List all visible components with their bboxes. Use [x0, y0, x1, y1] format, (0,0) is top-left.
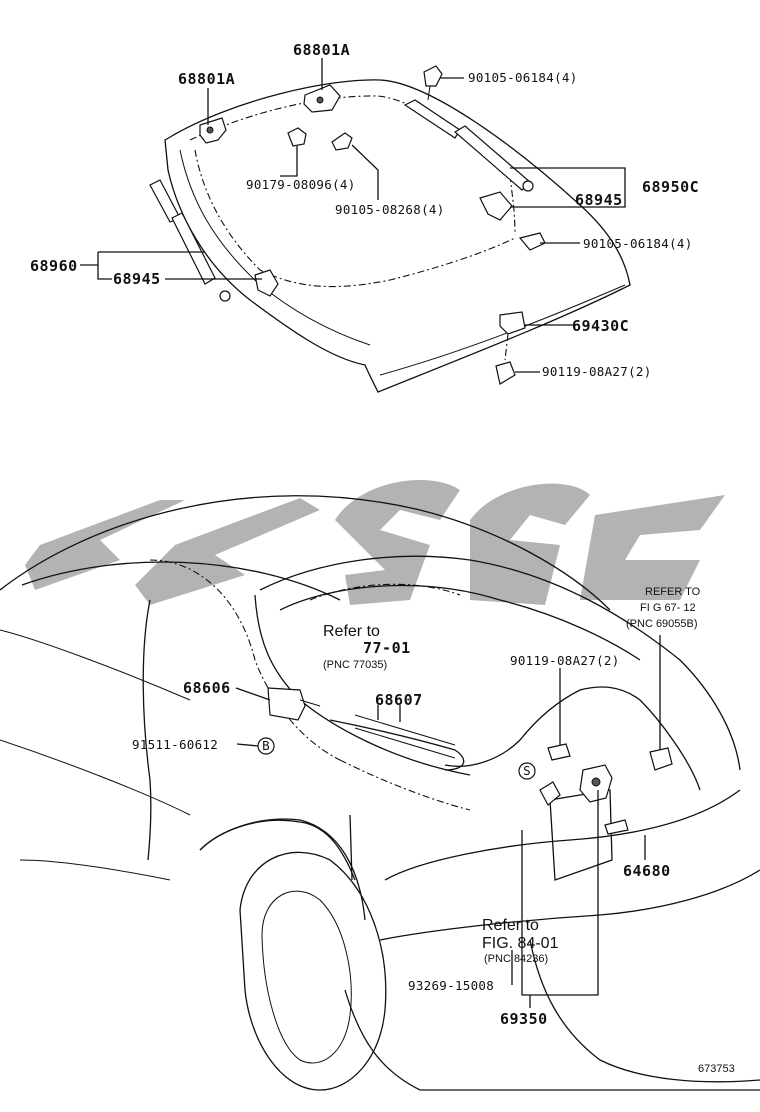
label-64680: 64680	[623, 862, 671, 880]
striker-69430C	[499, 311, 526, 335]
nut-90179	[287, 127, 307, 147]
symbol-S: S	[523, 763, 531, 778]
handle-68606	[267, 687, 321, 721]
label-68960: 68960	[30, 257, 78, 275]
label-91511-60612: 91511-60612	[132, 737, 218, 752]
label-90105-06184-top: 90105-06184(4)	[468, 70, 578, 85]
gas-strut-left	[149, 179, 231, 302]
label-68950C: 68950C	[642, 178, 699, 196]
refer-84-line1: Refer to	[482, 917, 539, 934]
refer-77-line2: 77-01	[363, 639, 411, 657]
lock-bracket	[649, 747, 673, 771]
trunk-lid-drawing	[164, 79, 631, 393]
label-68801A-top: 68801A	[293, 41, 350, 59]
label-93269-15008: 93269-15008	[408, 978, 494, 993]
label-68945-left: 68945	[113, 270, 161, 288]
bracket-68945-left	[254, 269, 279, 297]
bolt-90119-08A27-bottom	[547, 743, 571, 761]
symbol-B: B	[262, 738, 270, 753]
label-90105-06184-mid: 90105-06184(4)	[583, 236, 693, 251]
label-90119-08A27-top: 90119-08A27(2)	[542, 364, 652, 379]
clip	[539, 781, 561, 806]
refer-84-line3: (PNC 84236)	[484, 953, 548, 965]
watermark	[25, 480, 725, 605]
label-68801A-left: 68801A	[178, 70, 235, 88]
bolt-90105-06184-top	[423, 65, 443, 87]
label-90119-08A27-bottom: 90119-08A27(2)	[510, 653, 620, 668]
symbol-S-circle	[518, 762, 536, 780]
label-68607: 68607	[375, 691, 423, 709]
label-69430C: 69430C	[572, 317, 629, 335]
refer-77-line3: (PNC 77035)	[323, 659, 387, 671]
label-68606: 68606	[183, 679, 231, 697]
bolt-90105-06184-mid	[518, 232, 546, 251]
bolt-90119-08A27-top	[495, 361, 516, 385]
gas-strut-right	[403, 99, 534, 192]
label-90105-08268: 90105-08268(4)	[335, 202, 445, 217]
refer-fig67-line2: FI G 67- 12	[640, 602, 696, 614]
refer-fig67-line1: REFER TO	[645, 586, 701, 598]
label-90179-08096: 90179-08096(4)	[246, 177, 356, 192]
diagram-id: 673753	[698, 1063, 735, 1075]
label-68945-right: 68945	[575, 191, 623, 209]
car-body-drawing	[0, 495, 760, 1091]
hinge-68801A-left	[199, 117, 227, 144]
leader-lines-top	[80, 58, 626, 373]
cylinder-69350	[579, 764, 613, 803]
refer-84-line2: FIG. 84-01	[482, 935, 559, 952]
hinge-68801A-top	[303, 84, 341, 113]
refer-77-line1: Refer to	[323, 623, 380, 640]
bracket-68945-right	[479, 191, 513, 221]
bolt-90105-08268	[331, 132, 353, 151]
refer-fig67-line3: (PNC 69055B)	[626, 618, 698, 630]
leader-lines-bottom	[235, 635, 661, 1008]
wire-64680	[604, 819, 629, 835]
label-69350: 69350	[500, 1010, 548, 1028]
